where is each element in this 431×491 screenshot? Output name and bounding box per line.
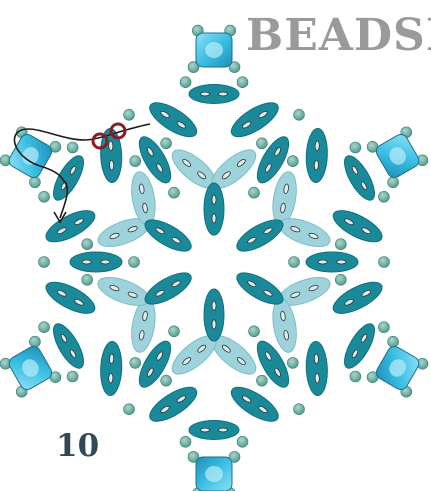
seed-bead	[161, 375, 172, 386]
outer-two-hole-bead	[305, 128, 328, 183]
seed-bead	[256, 375, 267, 386]
seed-bead	[29, 177, 40, 188]
cube-bead	[7, 344, 54, 392]
cross-two-hole-bead	[189, 421, 239, 440]
light-two-hole-bead	[128, 297, 159, 354]
outer-two-hole-bead	[145, 96, 202, 143]
seed-bead	[388, 177, 399, 188]
cube-bead	[374, 132, 421, 180]
inner-two-hole-bead	[204, 183, 224, 235]
seed-bead	[39, 257, 50, 268]
cross-two-hole-bead	[339, 320, 380, 373]
inner-two-hole-bead	[232, 267, 287, 310]
seed-bead	[249, 326, 260, 337]
seed-bead	[350, 142, 361, 153]
inner-two-hole-bead	[141, 214, 196, 257]
seed-bead	[67, 371, 78, 382]
seed-bead	[379, 257, 390, 268]
seed-bead	[378, 191, 389, 202]
seed-bead	[82, 274, 93, 285]
seed-bead	[29, 336, 40, 347]
seed-bead	[130, 156, 141, 167]
seed-bead	[82, 239, 93, 250]
seed-bead	[180, 436, 191, 447]
light-two-hole-bead	[269, 170, 300, 227]
seed-bead	[67, 142, 78, 153]
inner-two-hole-bead	[232, 214, 287, 257]
seed-bead	[335, 239, 346, 250]
seed-bead	[256, 138, 267, 149]
seed-bead	[180, 77, 191, 88]
outer-two-hole-bead	[226, 381, 283, 428]
seed-bead	[237, 436, 248, 447]
seed-bead	[124, 404, 135, 415]
seed-bead	[124, 109, 135, 120]
outer-two-hole-bead	[145, 381, 202, 428]
cross-two-hole-bead	[48, 152, 89, 205]
light-two-hole-bead	[269, 297, 300, 354]
seed-bead	[335, 274, 346, 285]
seed-bead	[169, 326, 180, 337]
inner-petal-beads	[141, 183, 288, 341]
cross-two-hole-bead	[48, 320, 89, 373]
seed-bead	[287, 357, 298, 368]
cube-bead	[196, 33, 232, 67]
seed-bead	[129, 257, 140, 268]
inner-two-hole-bead	[204, 289, 224, 341]
gap-two-hole-bead	[306, 252, 358, 272]
outer-two-hole-bead	[305, 341, 328, 396]
seed-bead	[39, 191, 50, 202]
cube-bead	[374, 344, 421, 392]
cross-two-hole-bead	[339, 152, 380, 205]
seed-bead	[350, 371, 361, 382]
inner-two-hole-bead	[141, 267, 196, 310]
seed-bead	[294, 404, 305, 415]
cross-two-hole-bead	[189, 85, 239, 104]
seed-bead	[161, 138, 172, 149]
seed-bead	[294, 109, 305, 120]
seed-bead	[39, 322, 50, 333]
outer-two-hole-bead	[226, 96, 283, 143]
seed-bead	[237, 77, 248, 88]
seed-bead	[378, 322, 389, 333]
step-number: 10	[56, 428, 99, 464]
seed-bead	[169, 187, 180, 198]
seed-bead	[287, 156, 298, 167]
seed-bead	[130, 357, 141, 368]
light-two-hole-bead	[128, 170, 159, 227]
cube-bead	[196, 457, 232, 491]
outer-two-hole-bead	[100, 341, 123, 396]
seed-bead	[249, 187, 260, 198]
gap-two-hole-bead	[70, 252, 122, 272]
seed-bead	[388, 336, 399, 347]
seed-bead	[289, 257, 300, 268]
